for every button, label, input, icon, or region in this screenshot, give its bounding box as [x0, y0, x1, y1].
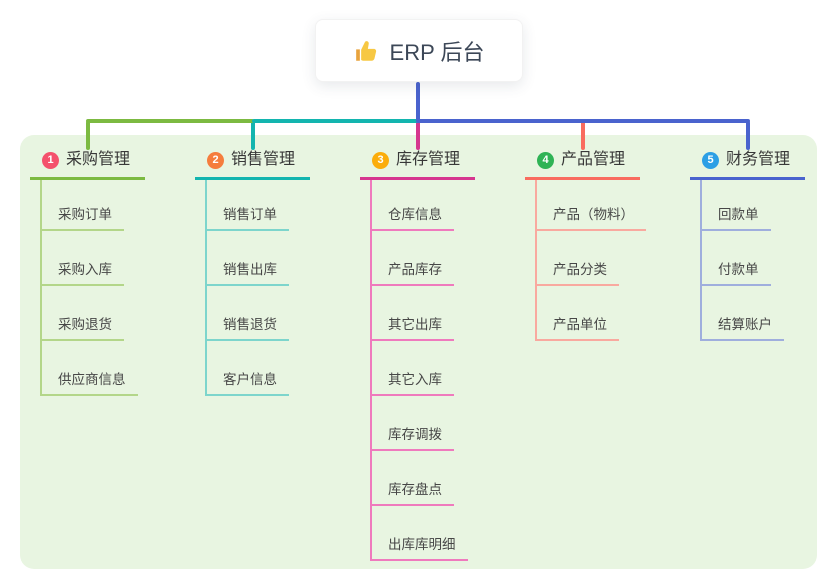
branches-panel — [20, 135, 817, 569]
connector-line — [745, 121, 750, 150]
branch: 5 财务管理 回款单 付款单 结算账户 — [690, 150, 839, 341]
sub-topic-label: 销售订单 — [223, 207, 277, 222]
branch-trunk-line — [370, 180, 372, 561]
sub-topic-label: 采购订单 — [58, 207, 112, 222]
branch-title-label: 库存管理 — [396, 151, 461, 168]
branch-title-node[interactable]: 5 财务管理 — [690, 150, 805, 180]
branch-trunk-line — [205, 180, 207, 396]
branch-title-label: 财务管理 — [726, 151, 791, 168]
branch-title-label: 采购管理 — [66, 151, 131, 168]
sub-topic[interactable]: 采购入库 — [40, 260, 124, 286]
sub-topic-label: 产品（物料） — [553, 207, 634, 222]
sub-topic-label: 供应商信息 — [58, 372, 126, 387]
sub-topic[interactable]: 结算账户 — [700, 315, 784, 341]
sub-topic-label: 产品单位 — [553, 317, 607, 332]
sub-topic[interactable]: 供应商信息 — [40, 370, 138, 396]
branch: 3 库存管理 仓库信息 产品库存 其它出库 其它入库 库存调拨 库存盘点 出库库… — [360, 150, 525, 561]
branch-number-badge: 1 — [42, 151, 59, 169]
branch-trunk-line — [40, 180, 42, 396]
sub-topic-label: 仓库信息 — [388, 207, 442, 222]
connector-line — [250, 121, 255, 150]
sub-topic-label: 库存调拨 — [388, 427, 442, 442]
sub-topic[interactable]: 产品（物料） — [535, 205, 646, 231]
connector-line — [415, 121, 420, 150]
sub-topic-label: 付款单 — [718, 262, 759, 277]
branch-trunk-line — [535, 180, 537, 341]
sub-topic-label: 其它入库 — [388, 372, 442, 387]
branch: 1 采购管理 采购订单 采购入库 采购退货 供应商信息 — [30, 150, 195, 396]
branch: 4 产品管理 产品（物料） 产品分类 产品单位 — [525, 150, 690, 341]
branch-number-badge: 3 — [372, 151, 389, 169]
branch-title-node[interactable]: 3 库存管理 — [360, 150, 475, 180]
sub-topic[interactable]: 付款单 — [700, 260, 771, 286]
sub-topic[interactable]: 产品分类 — [535, 260, 619, 286]
root-title: ERP 后台 — [389, 39, 485, 65]
sub-topic[interactable]: 销售订单 — [205, 205, 289, 231]
sub-topic[interactable]: 回款单 — [700, 205, 771, 231]
sub-topic[interactable]: 销售出库 — [205, 260, 289, 286]
sub-topic-label: 销售退货 — [223, 317, 277, 332]
sub-topic[interactable]: 产品单位 — [535, 315, 619, 341]
sub-topic[interactable]: 库存调拨 — [370, 425, 454, 451]
sub-topic[interactable]: 产品库存 — [370, 260, 454, 286]
sub-topic[interactable]: 采购退货 — [40, 315, 124, 341]
sub-topic-label: 采购退货 — [58, 317, 112, 332]
connector-line — [415, 119, 750, 123]
branch-number-badge: 2 — [207, 151, 224, 169]
sub-topic[interactable]: 采购订单 — [40, 205, 124, 231]
branch: 2 销售管理 销售订单 销售出库 销售退货 客户信息 — [195, 150, 360, 396]
branch-trunk-line — [700, 180, 702, 341]
sub-topic-label: 产品分类 — [553, 262, 607, 277]
sub-topic[interactable]: 客户信息 — [205, 370, 289, 396]
sub-topic-label: 产品库存 — [388, 262, 442, 277]
sub-topic-label: 结算账户 — [718, 317, 772, 332]
sub-topic-label: 采购入库 — [58, 262, 112, 277]
branch-title-label: 销售管理 — [231, 151, 296, 168]
branch-number-badge: 5 — [702, 151, 719, 169]
sub-topic-label: 回款单 — [718, 207, 759, 222]
branch-title-label: 产品管理 — [561, 151, 626, 168]
sub-topic-label: 客户信息 — [223, 372, 277, 387]
connector-line — [85, 121, 90, 150]
sub-topic[interactable]: 其它出库 — [370, 315, 454, 341]
branch-title-node[interactable]: 2 销售管理 — [195, 150, 310, 180]
sub-topic-label: 其它出库 — [388, 317, 442, 332]
thumbs-up-icon — [354, 38, 380, 64]
connector-line — [251, 119, 420, 123]
sub-topic-label: 库存盘点 — [388, 482, 442, 497]
branch-title-node[interactable]: 4 产品管理 — [525, 150, 640, 180]
connector-line — [415, 82, 420, 121]
connector-line — [580, 121, 585, 150]
sub-topic-label: 销售出库 — [223, 262, 277, 277]
sub-topic[interactable]: 仓库信息 — [370, 205, 454, 231]
sub-topic[interactable]: 其它入库 — [370, 370, 454, 396]
branch-number-badge: 4 — [537, 151, 554, 169]
sub-topic[interactable]: 销售退货 — [205, 315, 289, 341]
sub-topic[interactable]: 出库库明细 — [370, 535, 468, 561]
sub-topic[interactable]: 库存盘点 — [370, 480, 454, 506]
connector-line — [85, 119, 254, 123]
branch-title-node[interactable]: 1 采购管理 — [30, 150, 145, 180]
root-node[interactable]: ERP 后台 — [315, 19, 523, 82]
sub-topic-label: 出库库明细 — [388, 537, 456, 552]
